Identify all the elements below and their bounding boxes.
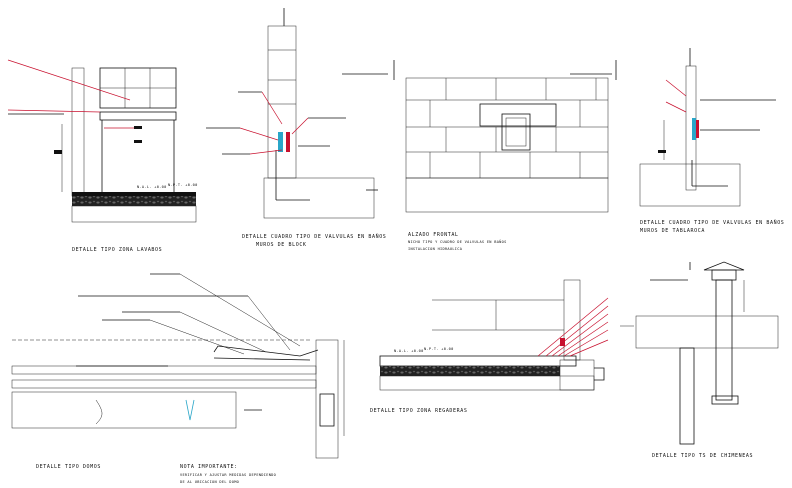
- label-tablaroca-1: DETALLE CUADRO TIPO DE VALVULAS EN BAÑOS: [640, 219, 784, 226]
- label-nota-1: NOTA IMPORTANTE:: [180, 464, 238, 470]
- detail-domos: DETALLE TIPO DOMOS NOTA IMPORTANTE: VERI…: [11, 273, 345, 484]
- label-block-1: DETALLE CUADRO TIPO DE VALVULAS EN BAÑOS: [242, 233, 386, 240]
- label-block-2: MUROS DE BLOCK: [256, 242, 307, 248]
- label-nota-2: VERIFICAR Y AJUSTAR MEDIDAS DEPENDIENDO: [180, 473, 276, 477]
- detail-chimenea: DETALLE TIPO TS DE CHIMENEAS: [620, 261, 779, 459]
- label-alzado-3: INSTALACION HIDRAULICA: [408, 247, 463, 251]
- label-domos: DETALLE TIPO DOMOS: [36, 464, 101, 470]
- label-regaderas: DETALLE TIPO ZONA REGADERAS: [370, 408, 467, 414]
- label-nota-3: DE AL UBICACION DEL DOMO: [180, 480, 239, 484]
- npt-level-1: N.P.T. +0.00: [168, 183, 198, 187]
- detail-zona-regaderas: N.A.L. +0.00 N.P.T. +0.00 DETALLE TIPO Z…: [370, 279, 609, 414]
- detail-alzado-frontal: ALZADO FRONTAL NICHO TIPO Y CUADRO DE VA…: [342, 60, 617, 251]
- label-lavabos: DETALLE TIPO ZONA LAVABOS: [72, 247, 162, 253]
- label-chimenea: DETALLE TIPO TS DE CHIMENEAS: [652, 453, 753, 459]
- detail-zona-lavabos: N.A.L. +0.00 N.P.T. +0.00 DETALLE TIPO Z…: [7, 59, 198, 253]
- npt-level-2: N.P.T. +0.00: [424, 347, 454, 351]
- label-tablaroca-2: MUROS DE TABLAROCA: [640, 228, 705, 234]
- nal-level-1: N.A.L. +0.00: [137, 185, 167, 189]
- detail-valvulas-block: DETALLE CUADRO TIPO DE VALVULAS EN BAÑOS…: [206, 8, 386, 248]
- detail-valvulas-tablaroca: DETALLE CUADRO TIPO DE VALVULAS EN BAÑOS…: [639, 48, 784, 234]
- label-alzado-2: NICHO TIPO Y CUADRO DE VALVULAS EN BAÑOS: [408, 239, 507, 244]
- nal-level-2: N.A.L. +0.00: [394, 349, 424, 353]
- label-alzado-1: ALZADO FRONTAL: [408, 232, 459, 238]
